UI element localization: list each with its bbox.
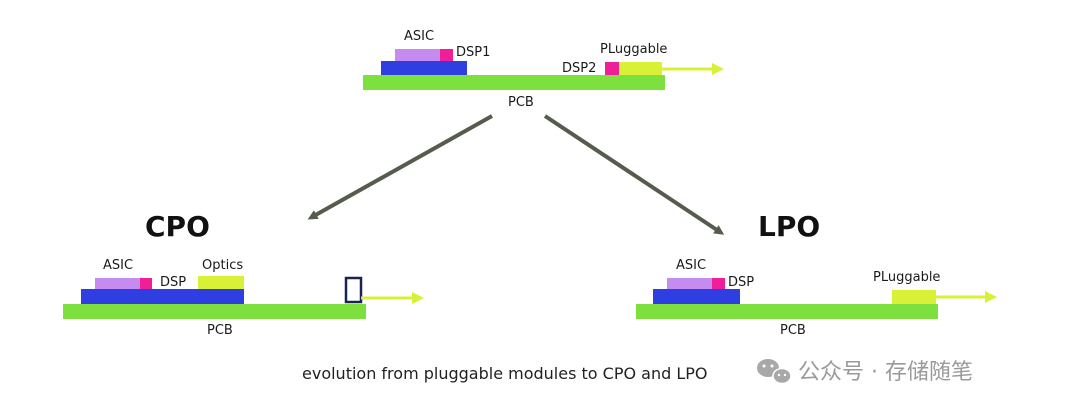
watermark: 公众号 · 存储随笔 [757,359,973,385]
cpo-optics-label: Optics [202,258,243,273]
watermark-text: 公众号 · 存储随笔 [798,360,973,385]
pluggable-config: ASIC DSP1 DSP2 PLuggable PCB [363,29,724,110]
cpo-pcb-label: PCB [207,323,233,338]
cpo-asic-label: ASIC [103,258,133,273]
cpo-substrate [81,289,244,304]
lpo-pluggable-module [892,290,936,304]
lpo-dsp-label: DSP [728,275,754,290]
cpo-dsp-chip [140,278,152,289]
top-asic-label: ASIC [404,29,434,44]
cpo-config: CPO ASIC DSP Optics PCB [63,210,424,338]
lpo-config: LPO ASIC DSP PLuggable PCB [636,210,997,338]
cpo-pcb-bar [63,304,366,319]
lpo-dsp-chip [712,278,725,289]
cpo-port-outline [344,276,363,304]
diagram-caption: evolution from pluggable modules to CPO … [302,364,708,383]
lpo-title: LPO [758,210,820,243]
cpo-fiber-arrow [361,292,424,304]
top-pluggable-label: PLuggable [600,42,667,57]
top-pcb-label: PCB [508,95,534,110]
lpo-fiber-arrow [936,291,997,303]
top-dsp1-label: DSP1 [456,45,490,60]
top-asic-chip [395,49,440,61]
lpo-pcb-bar [636,304,938,319]
lpo-substrate [653,289,740,304]
cpo-asic-chip [95,278,140,289]
top-pluggable-module [619,62,662,75]
top-dsp2-label: DSP2 [562,61,596,76]
top-fiber-arrow [662,63,724,75]
top-pcb-bar [363,75,665,90]
arrow-to-lpo [543,114,725,235]
lpo-asic-label: ASIC [676,258,706,273]
arrow-to-cpo [307,114,493,220]
top-dsp2-chip [605,62,619,75]
cpo-dsp-label: DSP [160,275,186,290]
cpo-optics-chip [198,276,244,289]
top-substrate [381,61,467,75]
lpo-pcb-label: PCB [780,323,806,338]
lpo-pluggable-label: PLuggable [873,270,940,285]
cpo-title: CPO [145,210,210,243]
wechat-icon [757,359,792,385]
top-dsp1-chip [440,49,453,61]
lpo-asic-chip [667,278,712,289]
